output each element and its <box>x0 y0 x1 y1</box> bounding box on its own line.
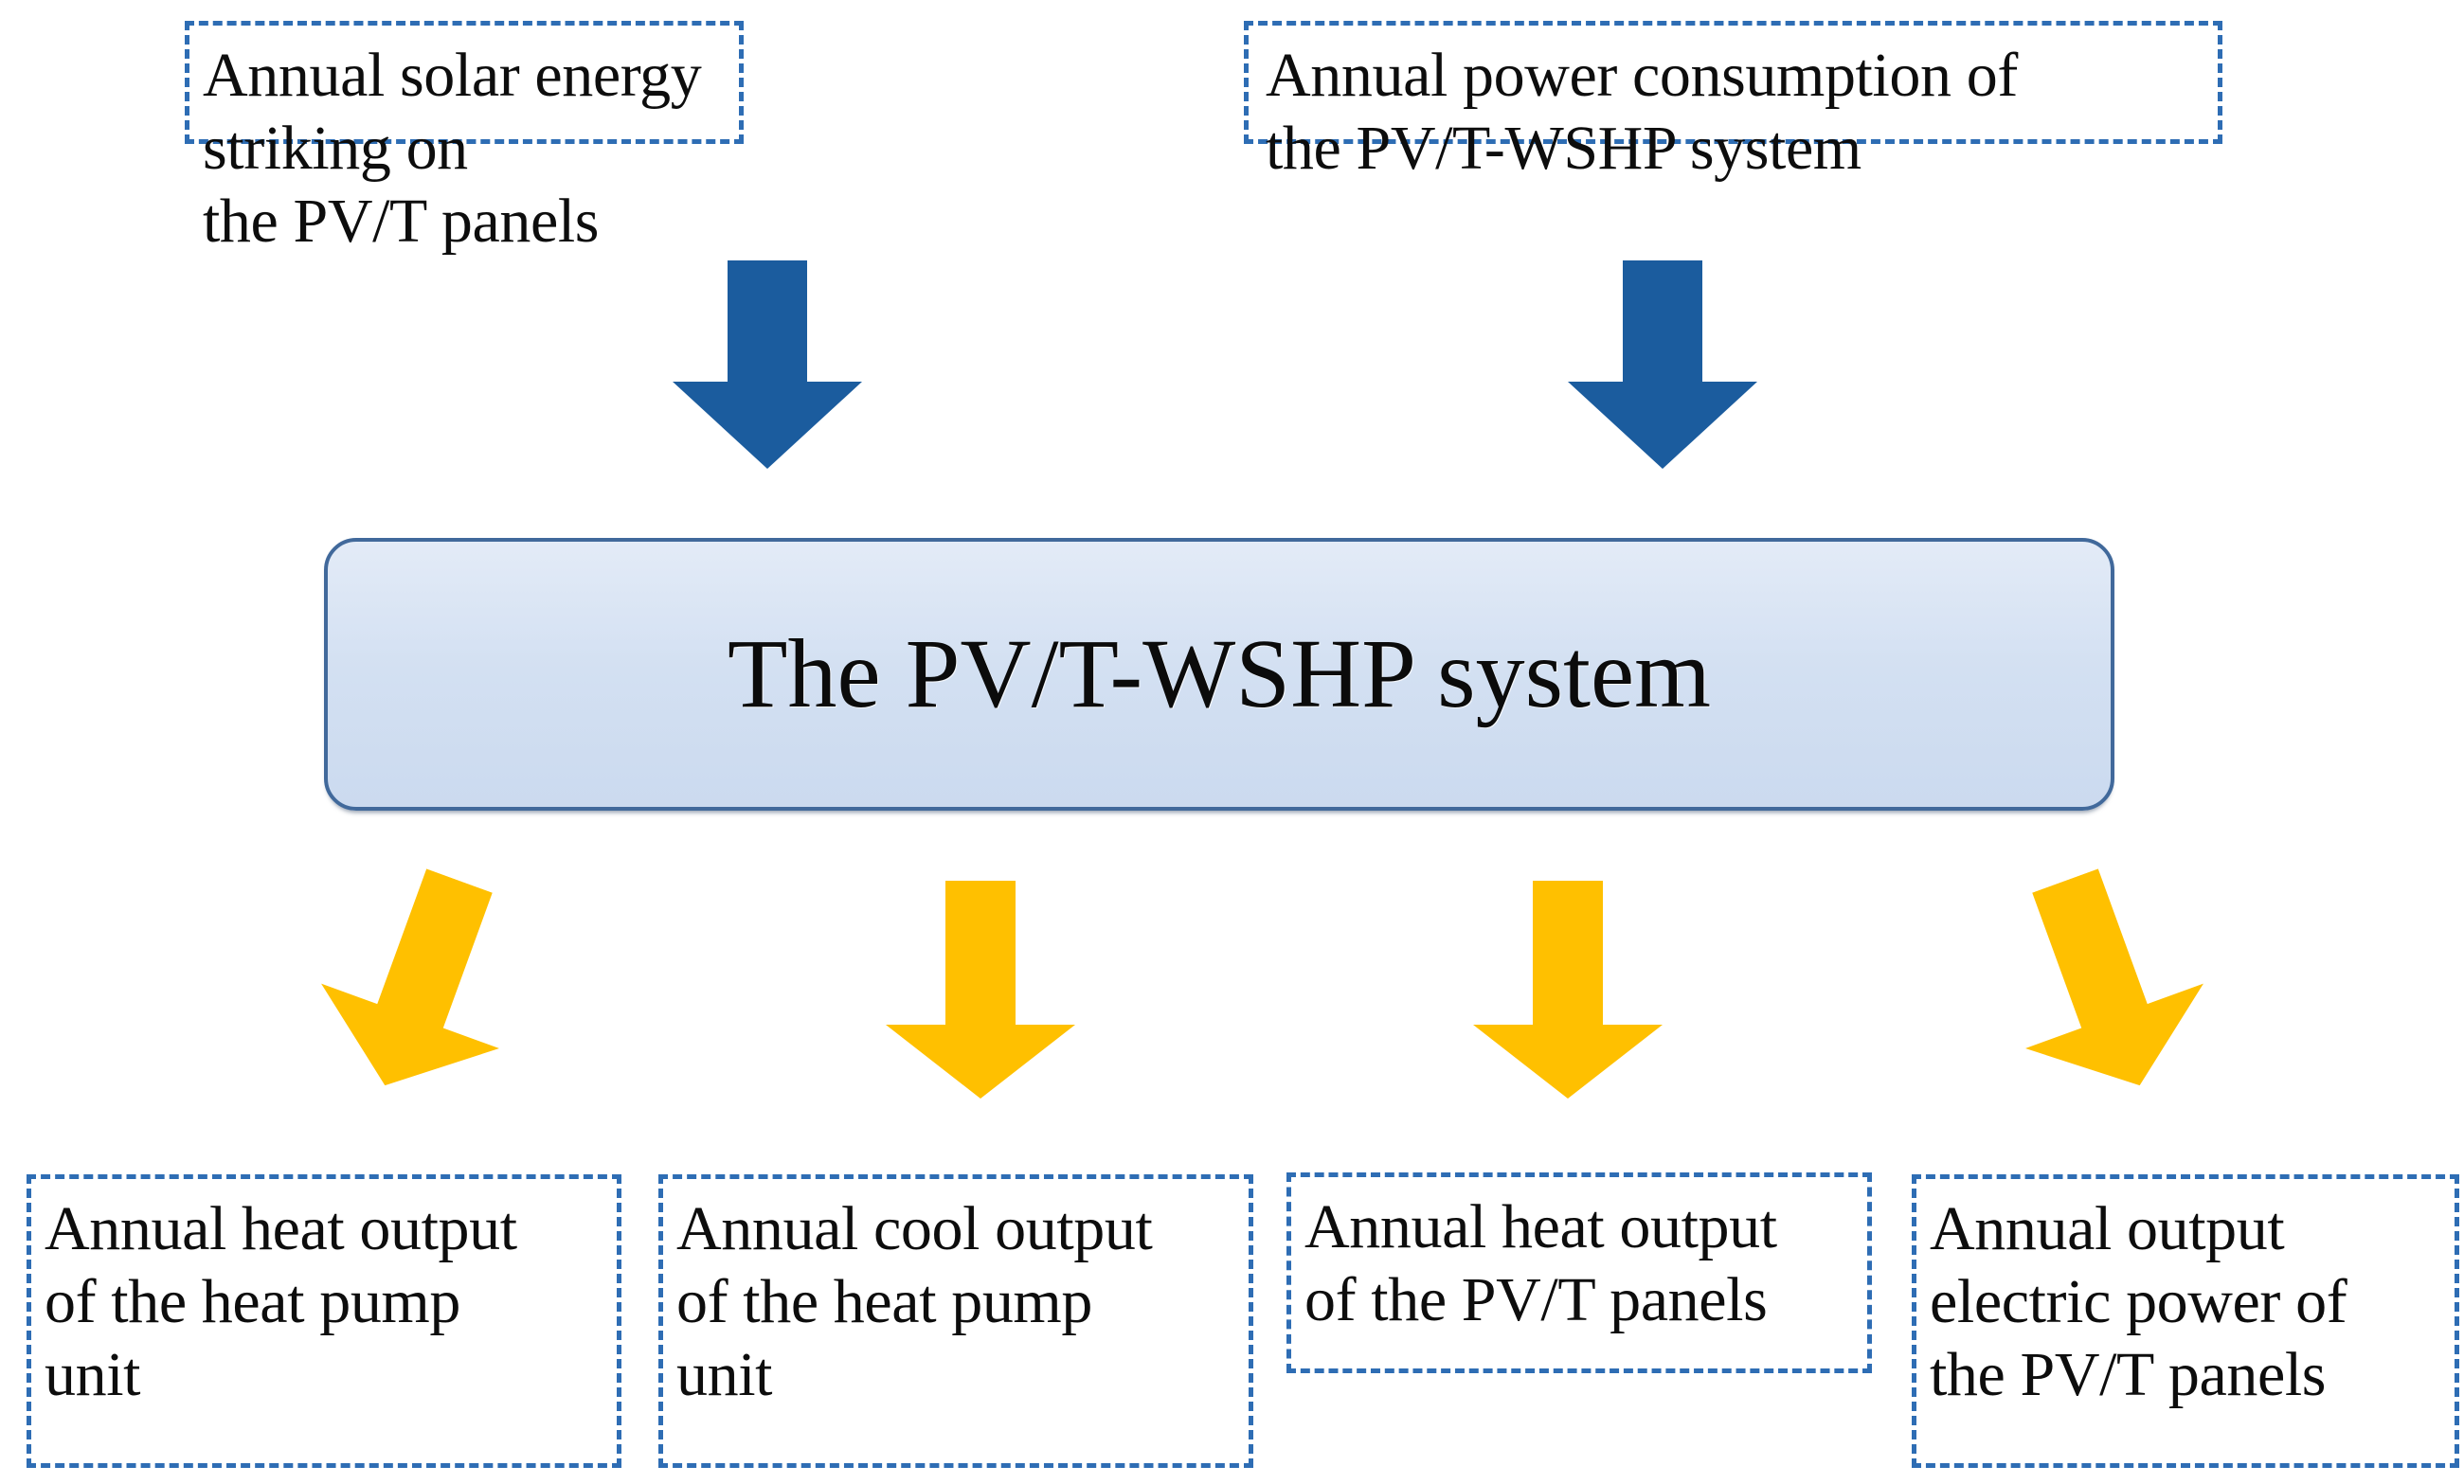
output-box-heat-output-pvt: Annual heat output of the PV/T panels <box>1286 1172 1872 1373</box>
input-box-solar-energy: Annual solar energy striking on the PV/T… <box>185 21 744 256</box>
input-box-power-consumption: Annual power consumption of the PV/T-WSH… <box>1244 21 2222 183</box>
blue-arrow-power-icon <box>1568 260 1757 469</box>
yellow-arrow-1-icon <box>282 844 562 1123</box>
system-box-label: The PV/T-WSHP system <box>727 619 1712 729</box>
output-box-heat-output-hp-label: Annual heat output of the heat pump unit <box>45 1194 517 1410</box>
input-box-power-consumption-label: Annual power consumption of the PV/T-WSH… <box>1266 41 2018 184</box>
output-box-heat-output-hp: Annual heat output of the heat pump unit <box>27 1174 621 1468</box>
yellow-arrow-2-icon <box>872 881 1089 1099</box>
output-box-heat-output-pvt-label: Annual heat output of the PV/T panels <box>1304 1192 1777 1335</box>
blue-arrow-solar-icon <box>673 260 862 469</box>
output-box-electric-output-pvt: Annual output electric power of the PV/T… <box>1912 1174 2459 1468</box>
system-box: The PV/T-WSHP system <box>324 538 2114 811</box>
yellow-arrow-4-icon <box>1963 844 2242 1123</box>
yellow-arrow-3-icon <box>1459 881 1677 1099</box>
output-box-cool-output-hp: Annual cool output of the heat pump unit <box>658 1174 1253 1468</box>
output-box-cool-output-hp-label: Annual cool output of the heat pump unit <box>676 1194 1153 1410</box>
output-box-electric-output-pvt-label: Annual output electric power of the PV/T… <box>1930 1194 2347 1410</box>
input-box-solar-energy-label: Annual solar energy striking on the PV/T… <box>203 41 702 257</box>
